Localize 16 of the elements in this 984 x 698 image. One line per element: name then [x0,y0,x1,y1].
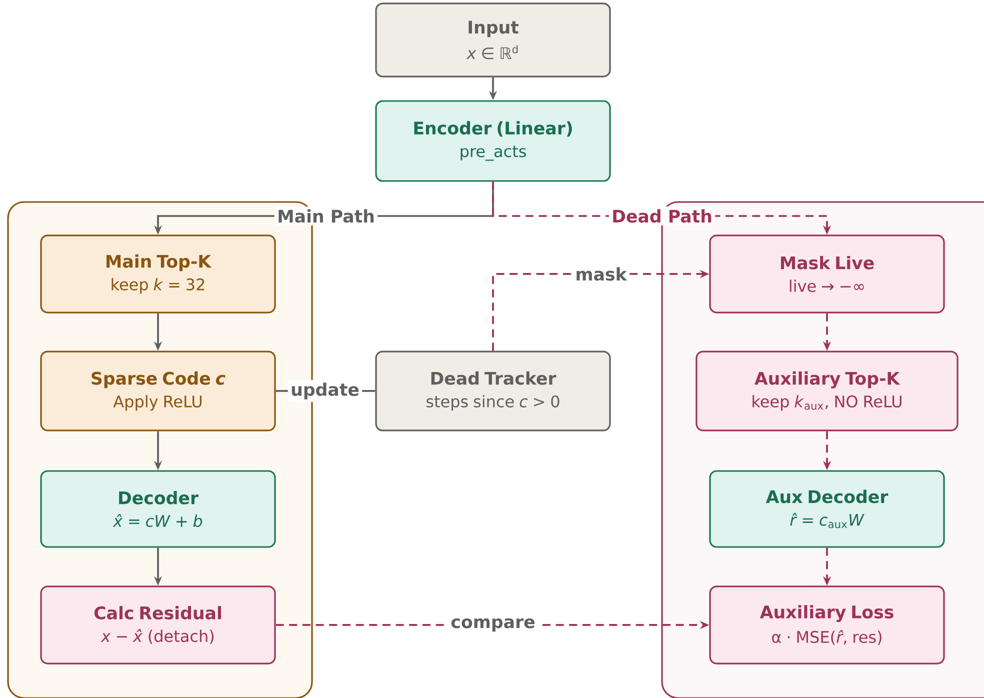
process-box: Auxiliary Top-K keep k$_{aux}$, NO ReLU [696,350,958,432]
edge-label: Main Path [274,206,378,226]
process-box: Mask Live live → −∞ [709,234,945,314]
process-box: Sparse Code c Apply ReLU [40,350,276,432]
process-box: Decoder x̂ = cW + b [40,470,276,548]
process-box: Input x ∈ ℝ$^{d}$ [375,2,611,78]
process-box: Aux Decoder r̂ = c$_{aux}$W [709,470,945,548]
process-box: Encoder (Linear) pre_acts [375,100,611,182]
edge-label: Dead Path [608,206,716,226]
process-box: Calc Residual x − x̂ (detach) [40,586,276,664]
edge-label: compare [448,616,538,634]
edge-label: update [288,380,362,402]
edge-label: mask [572,264,630,284]
process-box: Auxiliary Loss α · MSE(r̂, res) [709,586,945,664]
process-box: Main Top-K keep k = 32 [40,234,276,314]
process-box: Dead Tracker steps since c > 0 [375,350,611,432]
